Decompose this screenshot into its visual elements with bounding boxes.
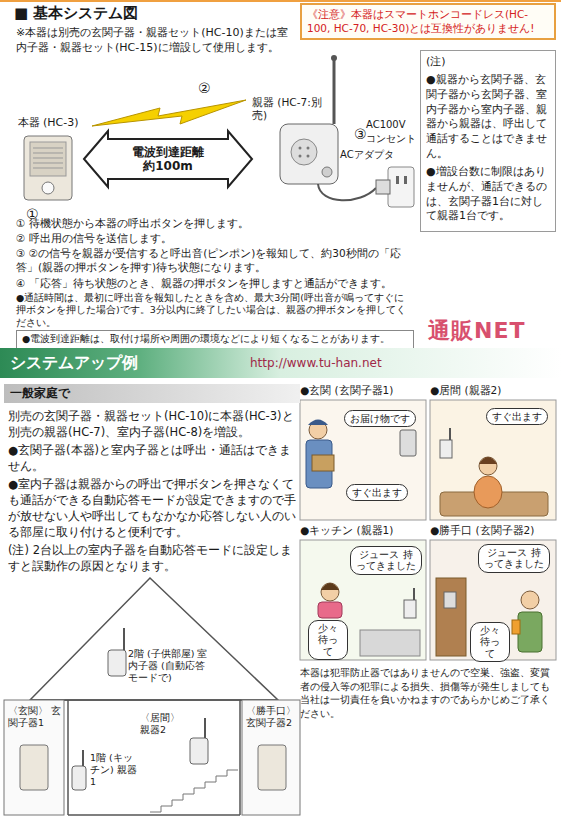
watermark: 通販NET (428, 318, 525, 344)
callout-number: ② (198, 80, 211, 97)
note-box: ●電波到達距離は、取付け場所や周囲の環境などにより短くなることがあります。 (16, 330, 414, 349)
note-text: (注) 2台以上の室内子器を自動応答モードに設定しますと誤動作の原因となります。 (8, 542, 300, 574)
node-text: ●居間 (親器2) (430, 384, 556, 398)
node-text: ●親器から玄関子器、玄関子器から玄関子器、室内子器から室内子器、親器から親器は、… (426, 73, 550, 162)
node-text: ●電波到達距離は、取付け場所や周囲の環境などにより短くなることがあります。 (22, 333, 408, 346)
node-text: 一般家庭で (10, 384, 300, 403)
disclaimer-text: 本器は犯罪防止器ではありませんので空巣、強盗、変質者の侵入等の犯罪による損失、損… (300, 666, 556, 720)
node-text: ●キッチン (親器1) (300, 524, 426, 538)
room-label: 〈勝手口〉 玄関子器2 (246, 705, 298, 729)
node-text: ●増設台数に制限はありませんが、通話できるのは、玄関子器1台に対して親器1台です… (426, 165, 550, 224)
node-text: ジュース 持ってきました (356, 549, 416, 572)
section-title: ■ 基本システム図 (14, 4, 138, 22)
callout-number: ③ (354, 126, 367, 143)
device-node: 本器 (HC-3) (12, 116, 84, 208)
scene-panel: ●玄関 (玄関子器1) お届け物ですすぐ出ます (300, 384, 426, 520)
node-text: ●玄関 (玄関子器1) (300, 384, 426, 398)
speech-bubble: ジュース 持ってきました (350, 546, 422, 575)
node-text: お届け物です (350, 413, 410, 424)
subheading-band: 一般家庭で (4, 384, 300, 403)
node-text: 少々 待って (476, 625, 504, 659)
node-text: (注) (426, 55, 550, 70)
step-text: ③ ②の信号を親器が受信すると呼出音(ピンポン)を報知して、約30秒間の「応答」… (16, 246, 414, 274)
device-node: 親器 (HC-7:別売) (252, 96, 352, 186)
body-text: ●玄関子器(本器)と室内子器とは呼出・通話はできません。 (8, 442, 300, 474)
speech-bubble: 少々 待って (470, 622, 510, 662)
edge-label: 電波到達距離 約100m (126, 145, 210, 174)
node-text: 《注意》本器はスマートホンコードレス(HC-100, HC-70, HC-30)… (307, 8, 549, 35)
note-box: (注) ●親器から玄関子器、玄関子器から玄関子器、室内子器から室内子器、親器から親… (420, 50, 556, 232)
warning-box: 《注意》本器はスマートホンコードレス(HC-100, HC-70, HC-30)… (300, 3, 556, 40)
node-text: 親器 (HC-7:別売) (252, 96, 330, 121)
double-arrow (84, 131, 252, 187)
room-label: 〈居間〉 親器2 (140, 712, 188, 736)
node-text: ●勝手口 (玄関子器2) (430, 524, 556, 538)
speech-bubble: すぐ出ます (346, 484, 408, 501)
watermark: http://www.tu-han.net (250, 356, 382, 370)
room-label: 1階 (キッチン) 親器1 (90, 752, 140, 788)
node-text: すぐ出ます (492, 411, 542, 422)
node-text: ジュース 持ってきました (484, 547, 544, 570)
room-label: 2階 (子供部屋) 室内子器 (自動応答モードで) (128, 648, 214, 684)
scene-panel: ●居間 (親器2) すぐ出ます (430, 384, 556, 520)
speech-bubble: お届け物です (344, 410, 416, 427)
note-text: ※本器は別売の玄関子器・親器セット(HC-10)または室内子器・親器セット(HC… (16, 26, 288, 56)
speech-bubble: すぐ出ます (486, 408, 548, 425)
step-text: ② 呼出用の信号を送信します。 (16, 231, 414, 245)
node-text: すぐ出ます (352, 487, 402, 498)
node-text: 本器 (HC-3) (12, 116, 84, 129)
part-label: ACアダプタ (340, 148, 396, 162)
note-text: ●通話時間は、最初に呼出音を報知したときを含め、最大3分間(呼出音が鳴ってすぐに… (16, 292, 414, 329)
speech-bubble: 少々 待って (308, 620, 348, 660)
step-text: ④ 「応答」待ち状態のとき、親器の押ボタンを押しますと通話ができます。 (16, 276, 414, 290)
body-text: 別売の玄関子器・親器セット(HC-10)に本器(HC-3)と別売の親器(HC-7… (8, 408, 300, 440)
scene-panel: ●勝手口 (玄関子器2) ジュース 持ってきました少々 待って (430, 524, 556, 660)
speech-bubble: ジュース 持ってきました (478, 544, 550, 573)
scene-panel: ●キッチン (親器1) ジュース 持ってきました少々 待って (300, 524, 426, 660)
step-text: ① 待機状態から本器の呼出ボタンを押します。 (16, 216, 414, 230)
body-text: ●室内子器は親器からの呼出で押ボタンを押さなくても通話ができる自動応答モードが設… (8, 476, 300, 540)
room-label: 〈玄関〉 玄関子器1 (8, 705, 62, 729)
node-text: 少々 待って (314, 623, 342, 657)
part-label: AC100V コンセント (366, 118, 418, 145)
